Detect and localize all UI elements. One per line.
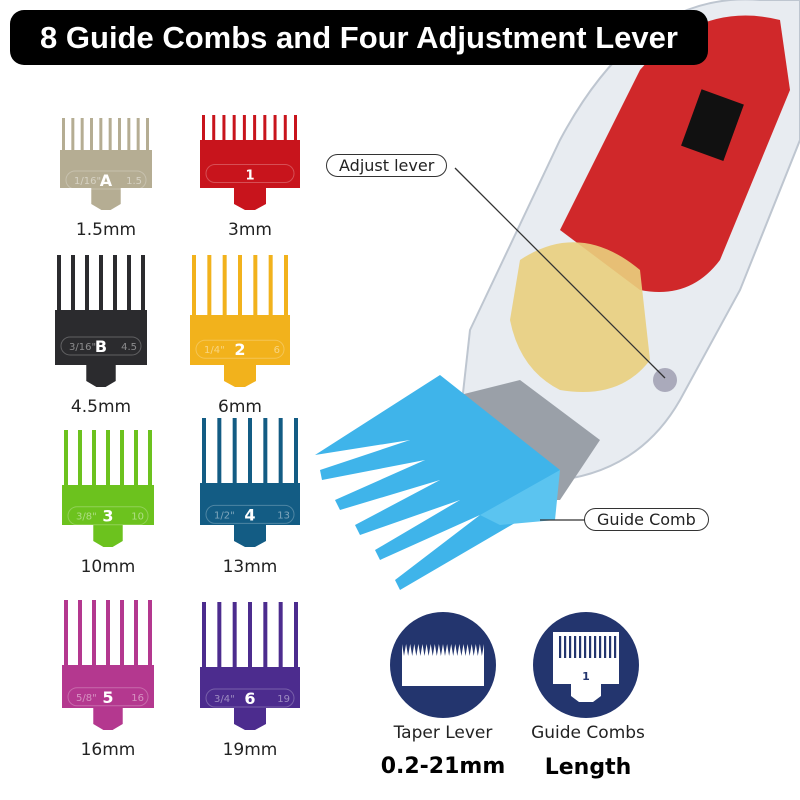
guide-comb-3mm: 1	[200, 115, 300, 214]
svg-text:5/8": 5/8"	[76, 693, 97, 704]
comb-size-label: 16mm	[80, 740, 136, 760]
svg-text:10: 10	[131, 512, 144, 523]
svg-text:1/4": 1/4"	[204, 345, 225, 356]
svg-text:3: 3	[102, 507, 113, 526]
comb-size-label: 6mm	[218, 397, 262, 417]
svg-text:1.5: 1.5	[126, 176, 142, 187]
guide-combs-caption: Guide Combs	[531, 723, 645, 743]
svg-text:1: 1	[245, 169, 254, 184]
adjust-lever-callout: Adjust lever	[326, 154, 448, 177]
taper-lever-caption: Taper Lever	[393, 723, 493, 743]
comb-size-label: 3mm	[228, 220, 272, 240]
svg-text:2: 2	[234, 340, 245, 359]
page-title: 8 Guide Combs and Four Adjustment Lever	[10, 10, 708, 65]
svg-text:3/4": 3/4"	[214, 694, 235, 705]
guide-comb-16mm: 5/8" 5 16	[62, 600, 154, 734]
svg-text:3/8": 3/8"	[76, 512, 97, 523]
guide-comb-icon: 1	[533, 612, 639, 718]
guide-comb-4.5mm: 3/16" B 4.5	[55, 255, 147, 391]
svg-text:4: 4	[244, 505, 255, 524]
svg-text:6: 6	[244, 689, 255, 708]
comb-size-label: 4.5mm	[70, 397, 132, 417]
guide-comb-13mm: 1/2" 4 13	[200, 418, 300, 551]
comb-size-label: 19mm	[222, 740, 278, 760]
svg-text:5: 5	[102, 688, 113, 707]
comb-size-label: 10mm	[80, 557, 136, 577]
svg-text:19: 19	[277, 694, 290, 705]
comb-size-label: 13mm	[222, 557, 278, 577]
svg-text:16: 16	[131, 693, 144, 704]
guide-comb-1.5mm: 1/16" A 1.5	[60, 118, 152, 214]
guide-comb-10mm: 3/8" 3 10	[62, 430, 154, 551]
svg-text:1/2": 1/2"	[214, 510, 235, 521]
svg-text:13: 13	[277, 510, 290, 521]
guide-combs-length: Length	[544, 755, 632, 780]
taper-lever-range: 0.2-21mm	[380, 754, 506, 779]
svg-text:A: A	[100, 171, 113, 190]
svg-text:4.5: 4.5	[121, 342, 137, 353]
svg-text:6: 6	[274, 345, 280, 356]
comb-size-label: 1.5mm	[75, 220, 137, 240]
guide-comb-callout: Guide Comb	[584, 508, 709, 531]
svg-text:1/16": 1/16"	[74, 176, 101, 187]
svg-text:3/16": 3/16"	[69, 342, 96, 353]
clipper-image	[315, 0, 800, 590]
guide-comb-19mm: 3/4" 6 19	[200, 602, 300, 734]
svg-text:B: B	[95, 337, 107, 356]
taper-lever-icon	[390, 612, 496, 718]
svg-text:1: 1	[582, 670, 590, 683]
guide-comb-6mm: 1/4" 2 6	[190, 255, 290, 391]
